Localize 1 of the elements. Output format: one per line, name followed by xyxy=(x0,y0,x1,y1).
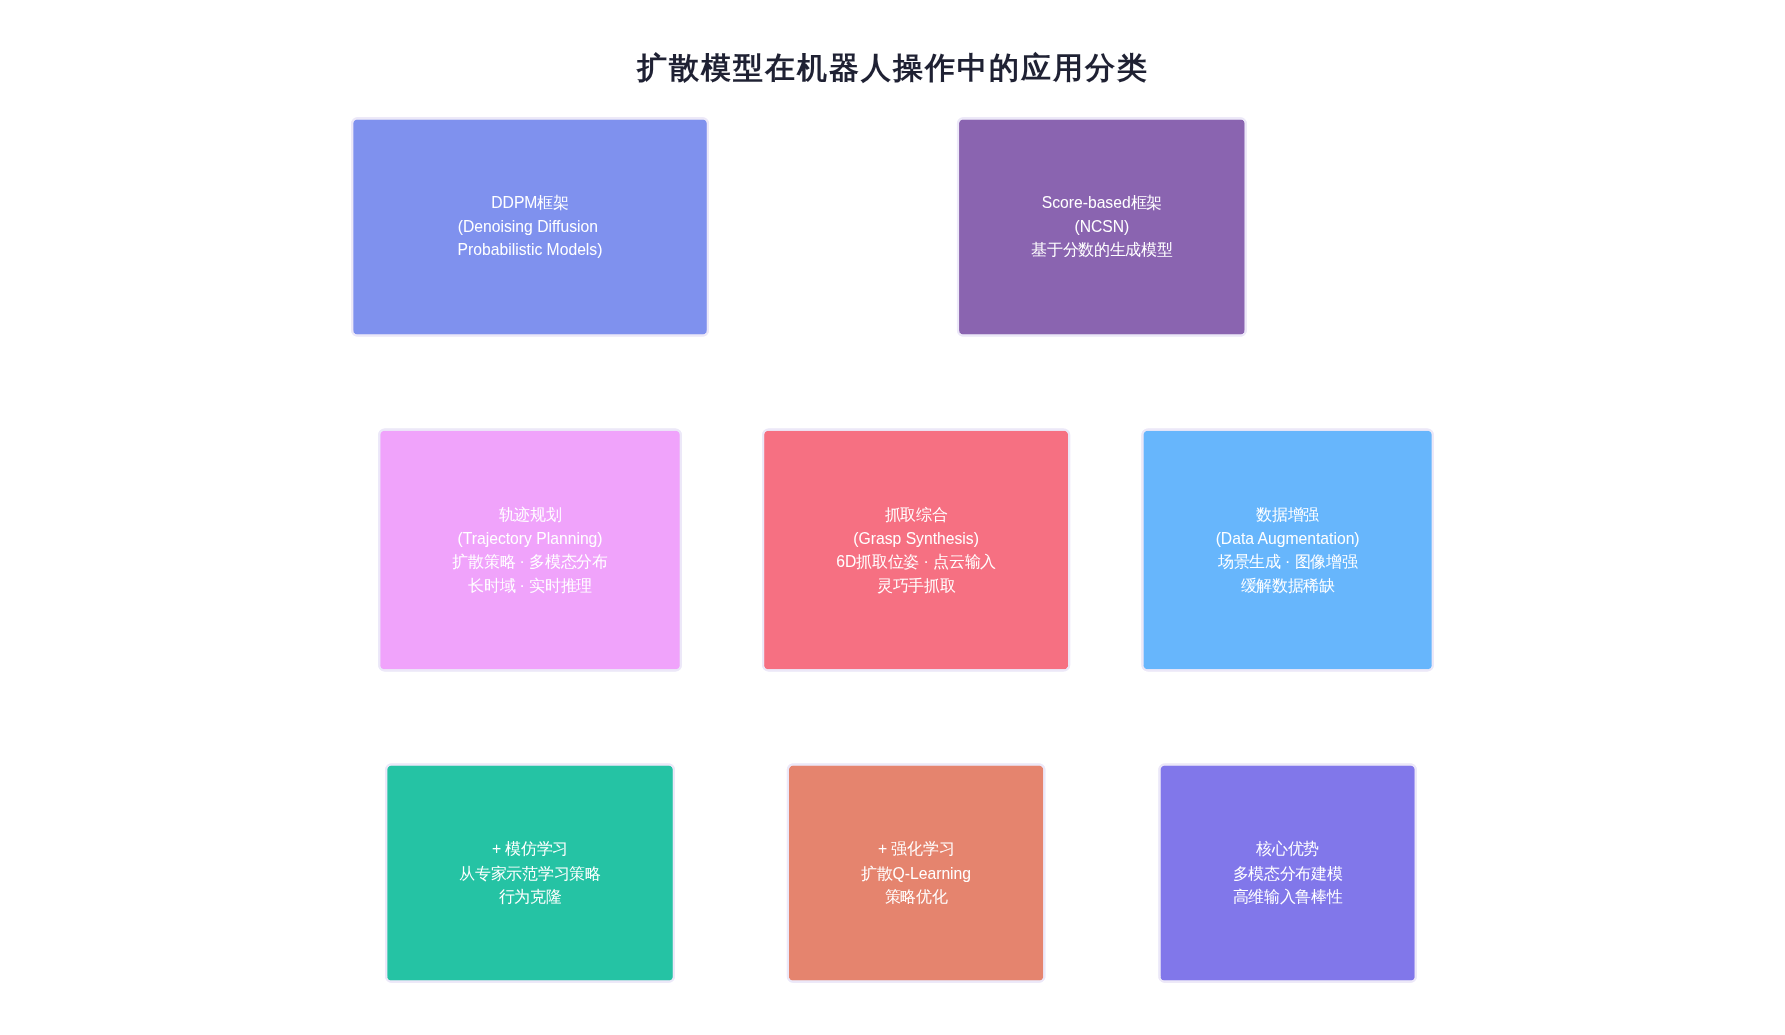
diagram-title: 扩散模型在机器人操作中的应用分类 xyxy=(636,51,1149,84)
